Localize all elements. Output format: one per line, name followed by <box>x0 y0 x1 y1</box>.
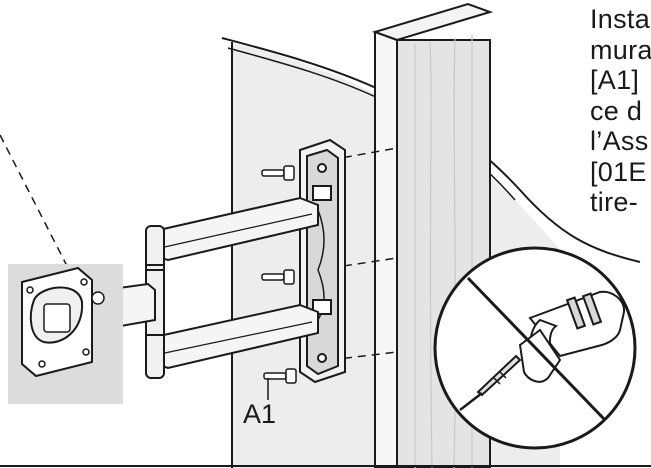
instruction-line: [01E <box>590 156 647 187</box>
instruction-line: mura <box>590 34 651 65</box>
instruction-line: l’Ass <box>590 126 649 156</box>
screw-bottom <box>263 368 297 384</box>
instruction-line: [A1] <box>590 65 640 95</box>
callout-label-a1: A1 <box>243 399 277 429</box>
instruction-text: Insta mura [A1] ce d l’Ass [01E tire- <box>590 4 651 284</box>
alignment-guides <box>0 134 398 361</box>
instruction-line: ce d <box>590 95 643 126</box>
instruction-line: Insta <box>590 4 651 34</box>
tv-plate-inset <box>8 264 123 404</box>
wall-plate <box>299 138 346 384</box>
wall-stud <box>371 2 494 468</box>
instruction-line: tire- <box>590 187 638 217</box>
no-power-drill-icon <box>433 246 637 450</box>
screw-middle <box>261 269 295 285</box>
screw-top <box>261 165 295 181</box>
